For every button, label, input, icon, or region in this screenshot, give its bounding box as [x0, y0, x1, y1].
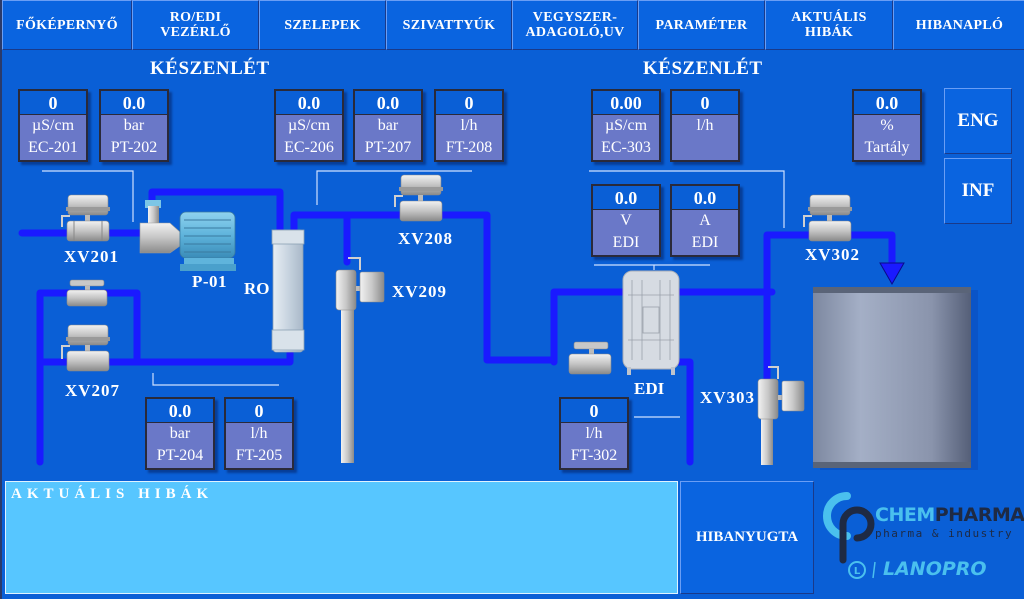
tab-ro-edi-vezerlo[interactable]: RO/EDI VEZÉRLŐ — [132, 0, 259, 50]
sensor-unit: µS/cm — [31, 117, 75, 134]
sensor-ec303[interactable]: 0.00 µS/cm EC-303 — [591, 89, 661, 162]
sensor-pt204[interactable]: 0.0 bar PT-204 — [145, 397, 215, 470]
sensor-tag: FT-302 — [570, 447, 618, 464]
xv303-drain-pipe — [761, 418, 773, 465]
sensor-value: 0 — [20, 91, 86, 115]
sensor-value: 0.0 — [593, 186, 659, 210]
top-navigation: FŐKÉPERNYŐ RO/EDI VEZÉRLŐ SZELEPEK SZIVA… — [2, 0, 1024, 50]
sensor-tag: Tartály — [864, 139, 910, 156]
label-xv201: XV201 — [64, 247, 120, 266]
tab-fokepernyo[interactable]: FŐKÉPERNYŐ — [2, 0, 132, 50]
svg-text:L: L — [854, 566, 861, 577]
logo-tagline: pharma & industry — [875, 527, 1014, 540]
edi-module[interactable] — [622, 270, 680, 375]
sensor-value: 0.0 — [355, 91, 421, 115]
sensor-ec206[interactable]: 0.0 µS/cm EC-206 — [274, 89, 344, 162]
sensor-ec201[interactable]: 0 µS/cm EC-201 — [18, 89, 88, 162]
sensor-unit: V — [620, 212, 632, 229]
valve-xv207-icon[interactable] — [52, 323, 112, 375]
sensor-tag: EC-303 — [601, 139, 651, 156]
sensor-unit: bar — [123, 117, 145, 134]
sensor-tag: FT-208 — [445, 139, 493, 156]
valve-xv303-icon[interactable] — [754, 365, 810, 423]
sensor-value: 0 — [436, 91, 502, 115]
valve-manual-edi-icon[interactable] — [564, 340, 616, 380]
storage-tank — [813, 287, 978, 470]
sensor-value: 0 — [672, 91, 738, 115]
sensor-unit: bar — [169, 425, 191, 442]
sensor-unit: l/h — [585, 425, 603, 442]
logo-brand: CHEMPHARMA — [875, 504, 1024, 526]
tab-vegyszeradagolo-uv[interactable]: VEGYSZER- ADAGOLÓ,UV — [512, 0, 638, 50]
sensor-pt207[interactable]: 0.0 bar PT-207 — [353, 89, 423, 162]
valve-manual-xv-loop-icon[interactable] — [62, 278, 112, 308]
label-xv207: XV207 — [65, 381, 121, 400]
tab-aktualis-hibak[interactable]: AKTUÁLIS HIBÁK — [765, 0, 893, 50]
lanopro-logo-icon: L — [848, 561, 876, 579]
sensor-ft205[interactable]: 0 l/h FT-205 — [224, 397, 294, 470]
label-ro: RO — [244, 279, 270, 298]
sensor-value: 0.0 — [672, 186, 738, 210]
sensor-value: 0.0 — [276, 91, 342, 115]
xv209-drain-pipe — [341, 305, 354, 463]
label-edi: EDI — [634, 379, 665, 398]
sensor-value: 0.0 — [101, 91, 167, 115]
tab-hibanaplo[interactable]: HIBANAPLÓ — [893, 0, 1024, 50]
tab-szivattyuk[interactable]: SZIVATTYÚK — [386, 0, 512, 50]
logo-partner: LANOPRO — [883, 558, 987, 580]
chempharma-logo-icon — [823, 492, 875, 564]
sensor-value: 0 — [561, 399, 627, 423]
label-xv303: XV303 — [700, 388, 756, 407]
alarm-reset-button[interactable]: HIBANYUGTA — [680, 481, 814, 594]
sensor-value: 0.00 — [593, 91, 659, 115]
sensor-value: 0.0 — [854, 91, 920, 115]
sensor-ft208[interactable]: 0 l/h FT-208 — [434, 89, 504, 162]
sensor-unit: % — [880, 117, 894, 134]
sensor-tag: PT-202 — [110, 139, 158, 156]
sensor-tag: EDI — [691, 234, 719, 251]
edi-status-label: KÉSZENLÉT — [643, 58, 763, 79]
sensor-unit: l/h — [460, 117, 478, 134]
sensor-value: 0.0 — [147, 399, 213, 423]
valve-xv302-icon[interactable] — [792, 193, 852, 245]
connector-lines — [42, 170, 785, 418]
company-logo: CHEMPHARMA pharma & industry L LANOPRO — [817, 478, 1024, 599]
sensor-unit: bar — [377, 117, 399, 134]
label-xv302: XV302 — [805, 245, 861, 264]
label-pump: P-01 — [192, 272, 228, 291]
flow-arrow-icon — [879, 262, 905, 286]
tab-szelepek[interactable]: SZELEPEK — [259, 0, 386, 50]
sensor-pt202[interactable]: 0.0 bar PT-202 — [99, 89, 169, 162]
label-xv209: XV209 — [392, 282, 448, 301]
valve-xv209-icon[interactable] — [332, 256, 390, 316]
sensor-value: 0 — [226, 399, 292, 423]
sensor-unit: µS/cm — [604, 117, 648, 134]
active-alarms-panel[interactable]: AKTUÁLIS HIBÁK — [5, 481, 678, 594]
sensor-unit: l/h — [250, 425, 268, 442]
valve-xv201-icon[interactable] — [52, 193, 112, 245]
sensor-tag: FT-205 — [235, 447, 283, 464]
sensor-flow-303[interactable]: 0 l/h — [670, 89, 740, 162]
info-button[interactable]: INF — [944, 158, 1012, 224]
sensor-tag: EC-201 — [28, 139, 78, 156]
sensor-ft302[interactable]: 0 l/h FT-302 — [559, 397, 629, 470]
language-eng-button[interactable]: ENG — [944, 88, 1012, 154]
ro-membrane — [271, 229, 305, 353]
sensor-edi-current[interactable]: 0.0 A EDI — [670, 184, 740, 257]
sensor-unit: A — [699, 212, 711, 229]
sensor-tag: EDI — [612, 234, 640, 251]
sensor-unit: l/h — [696, 117, 714, 134]
ro-status-label: KÉSZENLÉT — [150, 58, 270, 79]
valve-xv208-icon[interactable] — [383, 173, 443, 225]
sensor-tag: PT-207 — [364, 139, 412, 156]
sensor-tank-level[interactable]: 0.0 % Tartály — [852, 89, 922, 162]
sensor-tag: PT-204 — [156, 447, 204, 464]
tab-parameter[interactable]: PARAMÉTER — [638, 0, 765, 50]
pump-p01[interactable] — [139, 200, 236, 271]
sensor-edi-voltage[interactable]: 0.0 V EDI — [591, 184, 661, 257]
alarms-title: AKTUÁLIS HIBÁK — [11, 486, 214, 502]
sensor-tag: EC-206 — [284, 139, 334, 156]
sensor-unit: µS/cm — [287, 117, 331, 134]
label-xv208: XV208 — [398, 229, 454, 248]
